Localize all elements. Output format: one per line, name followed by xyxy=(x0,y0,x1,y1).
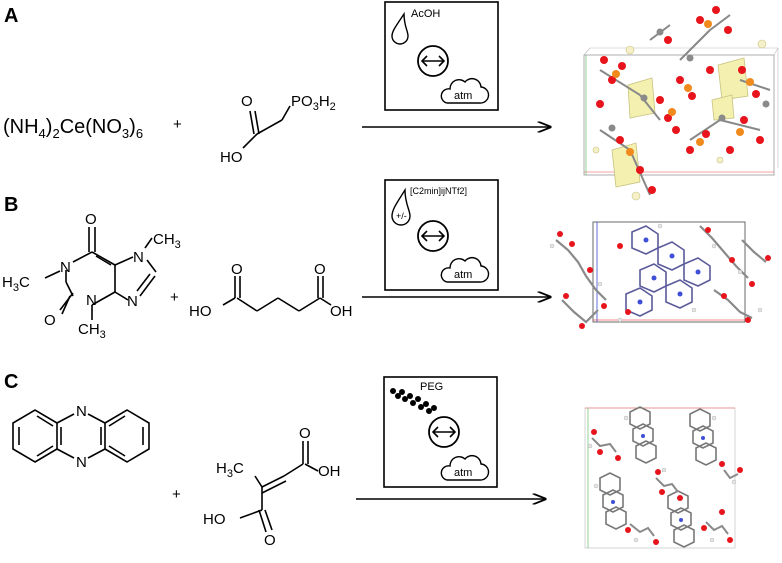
b1-methyl-left: H3C xyxy=(2,274,30,294)
b1-oxygen-bottom: O xyxy=(44,312,56,329)
c2-oxygen-bottom: O xyxy=(264,532,276,549)
panel-a: A (NH4)2Ce(NO3)6 + O HO PO3H2 AcOH atm xyxy=(3,1,779,201)
ionic-liquid-sign: +/- xyxy=(396,211,407,221)
reactant-a2-structure xyxy=(242,105,291,149)
b1-methyl-bottom: CH3 xyxy=(78,321,106,341)
solvent-label-c: PEG xyxy=(420,381,443,393)
panel-c: C N N + xyxy=(4,371,743,549)
atmosphere-cloud-icon xyxy=(440,256,490,283)
plus-sign-a: + xyxy=(173,116,182,133)
crystal-structure-b xyxy=(549,221,771,329)
c1-nitrogen-top: N xyxy=(76,403,87,420)
c2-hydroxyl-right: OH xyxy=(318,463,341,480)
reactant-c2-structure xyxy=(239,441,319,533)
b1-nitrogen-9: N xyxy=(127,293,138,310)
b1-nitrogen-3: N xyxy=(86,292,97,309)
b1-oxygen-top: O xyxy=(85,211,97,228)
panel-b: B H3C N O O N CH3 N xyxy=(2,179,771,341)
b1-nitrogen-7: N xyxy=(133,249,144,266)
reactant-b1-structure xyxy=(44,227,157,320)
atm-label-b: atm xyxy=(454,269,472,281)
atm-label-c: atm xyxy=(454,467,472,479)
conditions-box-a: AcOH atm xyxy=(384,1,499,111)
panel-c-letter: C xyxy=(4,371,18,393)
b1-methyl-right: CH3 xyxy=(153,231,181,251)
b2-hydroxyl-right: OH xyxy=(330,303,353,320)
reactant-a1-formula: (NH4)2Ce(NO3)6 xyxy=(3,116,143,141)
c1-nitrogen-bottom: N xyxy=(76,454,87,471)
solvent-drop-icon xyxy=(391,187,411,226)
conditions-box-b: +/- [C2min]ijNTf2] atm xyxy=(384,179,499,291)
reactant-c1-structure xyxy=(12,409,150,463)
mixing-arrows-icon xyxy=(428,416,460,448)
conditions-box-c: PEG atm xyxy=(383,376,498,488)
b2-hydroxyl-left: HO xyxy=(189,303,212,320)
c2-oxygen-top: O xyxy=(299,425,311,442)
mixing-arrows-icon xyxy=(417,220,449,252)
a2-oxygen: O xyxy=(241,93,253,110)
mixing-arrows-icon xyxy=(417,45,449,77)
c2-methyl: H3C xyxy=(216,460,244,480)
a2-hydroxyl: HO xyxy=(220,149,243,166)
c2-hydroxyl-left: HO xyxy=(203,511,226,528)
reactant-b2-structure xyxy=(222,276,332,312)
solvent-label-b: [C2min]ijNTf2] xyxy=(410,186,467,196)
atmosphere-cloud-icon xyxy=(440,77,490,104)
crystal-structure-c xyxy=(584,406,743,549)
b2-oxygen-right: O xyxy=(314,261,326,278)
plus-sign-c: + xyxy=(172,486,181,503)
panel-a-letter: A xyxy=(4,5,18,27)
solvent-drop-icon xyxy=(391,11,409,45)
a2-phosphonic-group: PO3H2 xyxy=(291,93,336,113)
atmosphere-cloud-icon xyxy=(440,454,490,481)
solvent-label-a: AcOH xyxy=(411,8,440,20)
crystal-structure-a xyxy=(583,6,779,201)
panel-b-letter: B xyxy=(4,194,18,216)
b2-oxygen-left: O xyxy=(231,261,243,278)
b1-nitrogen-1: N xyxy=(60,259,71,276)
plus-sign-b: + xyxy=(170,289,179,306)
polymer-chain-icon xyxy=(390,388,437,414)
atm-label-a: atm xyxy=(454,90,472,102)
